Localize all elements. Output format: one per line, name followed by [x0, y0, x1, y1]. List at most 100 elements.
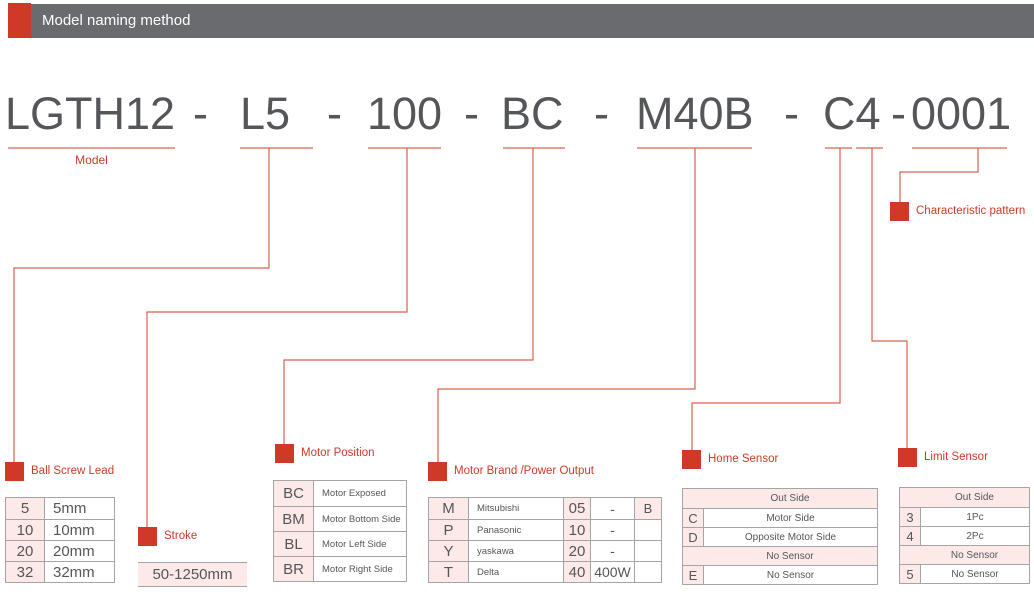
- limit-sensor-marker-icon: [898, 448, 917, 467]
- motor-brand-marker-icon: [428, 462, 447, 481]
- table-cell: T: [429, 562, 468, 582]
- table-cell: 20: [6, 541, 44, 561]
- table-cell: 20: [563, 541, 590, 561]
- table-cell: 10: [6, 520, 44, 540]
- table-cell: 10: [563, 520, 590, 540]
- table-cell: [683, 489, 703, 508]
- table-cell: Motor Left Side: [313, 532, 406, 556]
- motor-brand-label: Motor Brand /Power Output: [454, 465, 594, 477]
- table-cell: [634, 541, 661, 561]
- table-cell: 3: [900, 508, 920, 526]
- table-cell: B: [634, 498, 661, 519]
- table-cell: BR: [274, 557, 313, 581]
- motor-position-label: Motor Position: [301, 447, 375, 459]
- table-cell: Motor Right Side: [313, 557, 406, 581]
- connector-ball-screw-lead: [13, 148, 270, 462]
- model-segment-pattern: 0001: [911, 88, 1012, 139]
- motor-position-marker-icon: [275, 444, 294, 463]
- table-cell: E: [683, 566, 703, 584]
- table-cell: Delta: [468, 562, 563, 582]
- header-bar: Model naming method: [31, 4, 1034, 38]
- separator-dash: -: [784, 88, 799, 139]
- stroke-marker-icon: [138, 527, 157, 546]
- model-segment-sensors: C4: [823, 88, 881, 139]
- table-cell: Motor Bottom Side: [313, 507, 406, 531]
- table-cell: D: [683, 528, 703, 546]
- model-segment-stroke: 100: [367, 88, 443, 139]
- table-cell: Opposite Motor Side: [703, 528, 877, 546]
- table-cell: 32: [6, 562, 44, 582]
- table-cell: -: [590, 541, 634, 561]
- table-cell: Out Side: [920, 488, 1029, 507]
- separator-dash: -: [891, 88, 906, 139]
- table-cell: BC: [274, 481, 313, 506]
- stroke-label: Stroke: [164, 530, 198, 542]
- table-cell: 40: [563, 562, 590, 582]
- model-segment-position: BC: [501, 88, 564, 139]
- separator-dash: -: [193, 88, 208, 139]
- stroke-value-cell: 50-1250mm: [138, 562, 247, 587]
- home-sensor-label: Home Sensor: [708, 453, 779, 465]
- connector-stroke: [146, 148, 408, 527]
- table-cell: 1Pc: [920, 508, 1029, 526]
- table-cell: [634, 562, 661, 582]
- table-cell: [900, 546, 920, 564]
- table-cell: P: [429, 520, 468, 540]
- home-sensor-marker-icon: [682, 450, 701, 469]
- table-cell: [683, 547, 703, 565]
- table-cell: 5: [900, 565, 920, 583]
- table-row: No Sensor: [900, 545, 1029, 564]
- table-cell: yaskawa: [468, 541, 563, 561]
- table-cell: No Sensor: [920, 565, 1029, 583]
- page-title: Model naming method: [42, 12, 191, 29]
- model-segment-series: LGTH12: [5, 88, 176, 139]
- separator-dash: -: [464, 88, 479, 139]
- table-cell: C: [683, 509, 703, 527]
- table-cell: Motor Exposed: [313, 481, 406, 506]
- table-cell: -: [590, 520, 634, 540]
- connector-home-sensor: [691, 148, 841, 450]
- table-cell: 10mm: [44, 520, 114, 540]
- table-row: No Sensor: [683, 546, 877, 565]
- connector-motor-brand: [437, 148, 696, 462]
- table-cell: BL: [274, 532, 313, 556]
- table-row: Out Side: [900, 488, 1029, 507]
- table-cell: M: [429, 498, 468, 519]
- table-cell: 4: [900, 527, 920, 545]
- characteristic-pattern-label: Characteristic pattern: [916, 205, 1026, 217]
- table-cell: 5mm: [44, 498, 114, 519]
- table-cell: Out Side: [703, 489, 877, 508]
- table-cell: 5: [6, 498, 44, 519]
- table-cell: -: [590, 498, 634, 519]
- separator-dash: -: [327, 88, 342, 139]
- table-cell: [900, 488, 920, 507]
- table-cell: [634, 520, 661, 540]
- table-cell: Mitsubishi: [468, 498, 563, 519]
- header-accent-square-icon: [8, 3, 31, 38]
- table-cell: 400W: [590, 562, 634, 582]
- table-cell: No Sensor: [703, 547, 877, 565]
- model-segment-motor: M40B: [636, 88, 754, 139]
- ball-screw-lead-marker-icon: [5, 462, 24, 481]
